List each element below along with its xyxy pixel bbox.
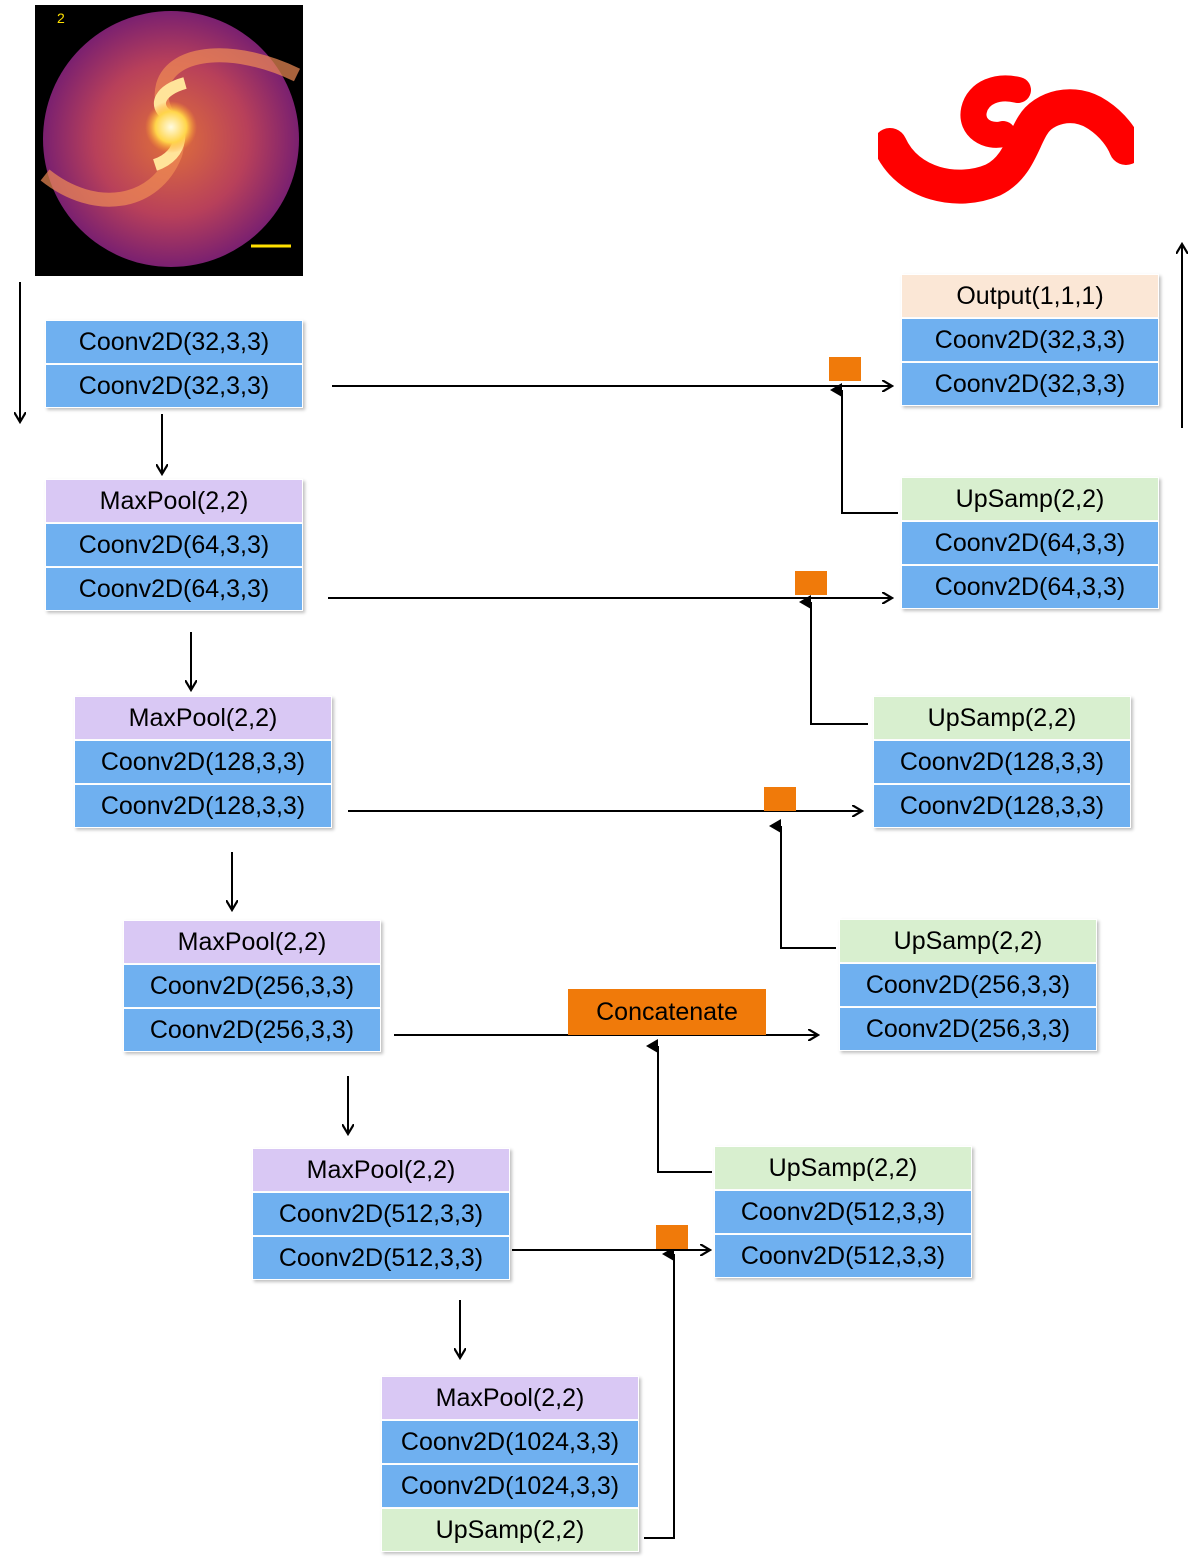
output-layer: Output(1,1,1): [901, 274, 1159, 318]
conv2d-layer: Coonv2D(512,3,3): [714, 1190, 972, 1234]
upsample-layer: UpSamp(2,2): [381, 1508, 639, 1552]
upsample-feed-3: [769, 819, 836, 949]
bottleneck-block: MaxPool(2,2)Coonv2D(1024,3,3)Coonv2D(102…: [381, 1376, 639, 1552]
maxpool-layer: MaxPool(2,2): [252, 1148, 510, 1192]
upsample-feed-1: [830, 383, 898, 514]
conv2d-layer: Coonv2D(64,3,3): [901, 521, 1159, 565]
decoder-block-2: UpSamp(2,2)Coonv2D(64,3,3)Coonv2D(64,3,3…: [901, 477, 1159, 609]
encoder-block-2: MaxPool(2,2)Coonv2D(64,3,3)Coonv2D(64,3,…: [45, 479, 303, 611]
conv2d-layer: Coonv2D(1024,3,3): [381, 1420, 639, 1464]
maxpool-layer: MaxPool(2,2): [45, 479, 303, 523]
input-spiral-image: 2: [35, 5, 303, 276]
encoder-block-5: MaxPool(2,2)Coonv2D(512,3,3)Coonv2D(512,…: [252, 1148, 510, 1280]
merge-node-2: [795, 571, 827, 595]
concatenate-node: Concatenate: [568, 989, 766, 1035]
upsample-feed-4: [646, 1039, 712, 1173]
conv2d-layer: Coonv2D(32,3,3): [45, 364, 303, 408]
merge-node-1: [829, 357, 861, 381]
encoder-block-4: MaxPool(2,2)Coonv2D(256,3,3)Coonv2D(256,…: [123, 920, 381, 1052]
conv2d-layer: Coonv2D(128,3,3): [873, 784, 1131, 828]
decoder-block-1: Output(1,1,1)Coonv2D(32,3,3)Coonv2D(32,3…: [901, 274, 1159, 406]
frame-number: 2: [57, 10, 65, 26]
output-mask-image: [873, 70, 1143, 225]
conv2d-layer: Coonv2D(128,3,3): [74, 740, 332, 784]
conv2d-layer: Coonv2D(32,3,3): [901, 318, 1159, 362]
encoder-block-3: MaxPool(2,2)Coonv2D(128,3,3)Coonv2D(128,…: [74, 696, 332, 828]
upsample-feed-5: [644, 1247, 675, 1539]
maxpool-layer: MaxPool(2,2): [123, 920, 381, 964]
conv2d-layer: Coonv2D(256,3,3): [839, 963, 1097, 1007]
conv2d-layer: Coonv2D(1024,3,3): [381, 1464, 639, 1508]
upsample-layer: UpSamp(2,2): [873, 696, 1131, 740]
conv2d-layer: Coonv2D(128,3,3): [873, 740, 1131, 784]
decoder-block-4: UpSamp(2,2)Coonv2D(256,3,3)Coonv2D(256,3…: [839, 919, 1097, 1051]
conv2d-layer: Coonv2D(512,3,3): [252, 1192, 510, 1236]
encoder-block-1: Coonv2D(32,3,3)Coonv2D(32,3,3): [45, 320, 303, 408]
decoder-block-5: UpSamp(2,2)Coonv2D(512,3,3)Coonv2D(512,3…: [714, 1146, 972, 1278]
conv2d-layer: Coonv2D(64,3,3): [45, 523, 303, 567]
upsample-layer: UpSamp(2,2): [901, 477, 1159, 521]
upsample-layer: UpSamp(2,2): [714, 1146, 972, 1190]
conv2d-layer: Coonv2D(512,3,3): [714, 1234, 972, 1278]
maxpool-layer: MaxPool(2,2): [381, 1376, 639, 1420]
conv2d-layer: Coonv2D(512,3,3): [252, 1236, 510, 1280]
upsample-feed-2: [799, 595, 868, 725]
maxpool-layer: MaxPool(2,2): [74, 696, 332, 740]
conv2d-layer: Coonv2D(256,3,3): [123, 964, 381, 1008]
conv2d-layer: Coonv2D(256,3,3): [839, 1007, 1097, 1051]
conv2d-layer: Coonv2D(64,3,3): [901, 565, 1159, 609]
conv2d-layer: Coonv2D(32,3,3): [901, 362, 1159, 406]
upsample-layer: UpSamp(2,2): [839, 919, 1097, 963]
conv2d-layer: Coonv2D(64,3,3): [45, 567, 303, 611]
decoder-block-3: UpSamp(2,2)Coonv2D(128,3,3)Coonv2D(128,3…: [873, 696, 1131, 828]
conv2d-layer: Coonv2D(256,3,3): [123, 1008, 381, 1052]
conv2d-layer: Coonv2D(128,3,3): [74, 784, 332, 828]
conv2d-layer: Coonv2D(32,3,3): [45, 320, 303, 364]
merge-node-3: [764, 787, 796, 811]
merge-node-5: [656, 1225, 688, 1249]
